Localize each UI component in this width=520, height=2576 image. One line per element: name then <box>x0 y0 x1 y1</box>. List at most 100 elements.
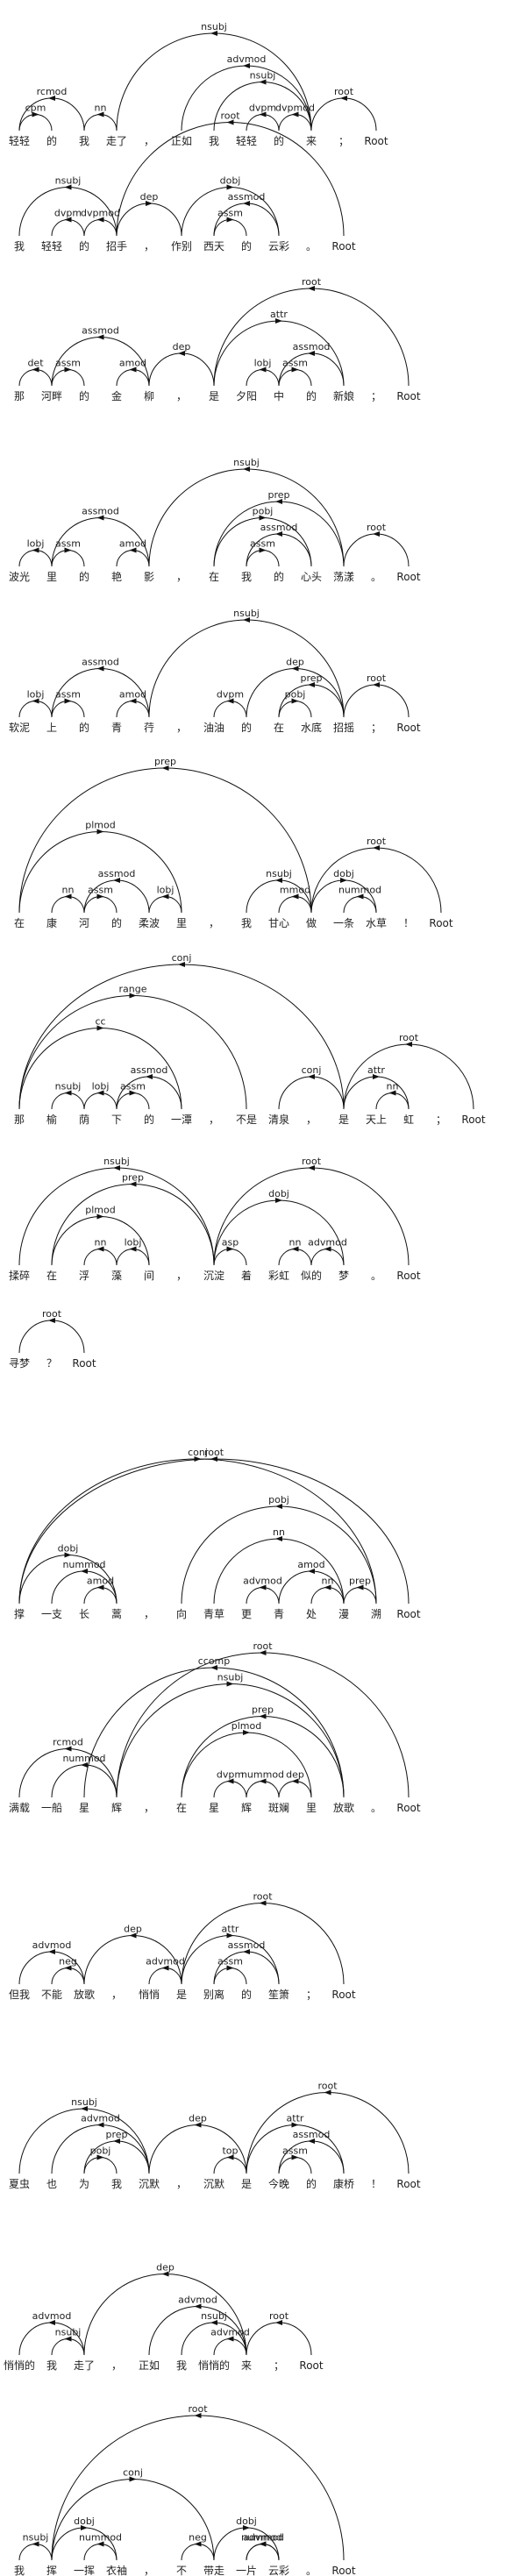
arc-arrowhead <box>64 698 72 704</box>
token: 一片 <box>236 2565 257 2576</box>
token: 笙箫 <box>268 1988 289 2001</box>
arc-label: assm <box>217 1956 243 1968</box>
arc-label: assmod <box>82 506 119 517</box>
token: 在 <box>274 722 284 734</box>
arc-label: rcmod <box>53 1737 83 1748</box>
arc-arrowhead <box>32 698 39 704</box>
sentence-13: 夏虫也为我沉默，沉默是今晚的康桥！Rootrootnsubjadvmodprep… <box>9 2081 421 2191</box>
arc-label: lobj <box>27 538 45 550</box>
arc-arrowhead <box>210 31 217 36</box>
token: 也 <box>46 2178 57 2190</box>
arc-label: pobj <box>285 689 306 701</box>
token: 带走 <box>203 2565 224 2576</box>
arc-arrowhead <box>96 217 104 223</box>
dependency-arc <box>18 550 53 567</box>
token: 一潭 <box>171 1114 192 1126</box>
arc-label: neg <box>189 2532 207 2544</box>
dependency-arc <box>310 97 377 132</box>
dependency-arc <box>83 896 118 914</box>
arc-label: prep <box>122 1172 144 1184</box>
dependency-arc <box>343 896 377 914</box>
arc-label: attr <box>367 1064 385 1076</box>
token: 的 <box>274 570 284 583</box>
token: Root <box>72 1357 96 1370</box>
arc-label: nsubj <box>233 608 260 619</box>
token: 别离 <box>203 1988 224 2001</box>
token: 新娘 <box>333 389 354 402</box>
arc-label: root <box>302 1156 322 1167</box>
token: 云彩 <box>268 240 289 253</box>
token: 西天 <box>203 240 224 253</box>
arc-label: advmod <box>243 1576 282 1587</box>
arc-arrowhead <box>64 2336 72 2342</box>
arc-arrowhead <box>64 547 72 553</box>
arc-label: root <box>399 1032 419 1043</box>
arc-label: assmod <box>131 1064 168 1076</box>
token: 长 <box>79 1608 89 1620</box>
dependency-arc <box>343 1587 377 1605</box>
arc-label: amod <box>297 1559 324 1570</box>
dependency-arc <box>213 320 345 387</box>
dependency-arc <box>246 369 280 387</box>
token: 夏虫 <box>9 2178 30 2190</box>
token: 我 <box>79 135 89 147</box>
dependency-arc <box>278 1076 345 1110</box>
token: 蒿 <box>111 1608 122 1620</box>
token: 云彩 <box>268 2565 289 2576</box>
arc-arrowhead <box>226 1246 234 1252</box>
arc-label: advmod <box>146 1956 185 1968</box>
arc-label: advmod <box>178 2295 217 2306</box>
arc-arrowhead <box>356 1584 364 1590</box>
arc-arrowhead <box>32 366 39 373</box>
arc-label: plmod <box>232 1720 261 1732</box>
dependency-arc <box>83 2157 118 2174</box>
arc-label: assm <box>282 358 308 369</box>
token: 那 <box>14 1114 25 1126</box>
arc-arrowhead <box>291 2154 299 2160</box>
token: ， <box>306 1114 317 1126</box>
token: 的 <box>144 1113 154 1126</box>
dependency-arc <box>213 288 410 387</box>
dependency-arc <box>343 533 410 567</box>
token: 那 <box>14 390 25 402</box>
arc-label: assm <box>55 689 81 701</box>
dependency-arc <box>51 1092 85 1110</box>
token: ！ <box>371 2178 381 2190</box>
arc-label: dvpm <box>54 208 82 219</box>
arc-arrowhead <box>275 1198 282 1203</box>
arc-arrowhead <box>275 531 282 537</box>
token: Root <box>299 2359 323 2372</box>
arc-arrowhead <box>243 63 250 68</box>
dependency-arc <box>246 2322 312 2356</box>
arc-arrowhead <box>178 351 185 356</box>
arc-arrowhead <box>161 765 169 771</box>
arc-label: assm <box>250 538 275 550</box>
arc-label: cc <box>95 1016 105 1028</box>
dependency-arc <box>278 114 312 132</box>
arc-arrowhead <box>96 1584 104 1590</box>
token: ， <box>144 1802 154 1814</box>
arc-arrowhead <box>388 1090 396 1096</box>
arc-label: lobj <box>92 1081 110 1092</box>
sentence-11: 满载一船星辉，在星辉斑斓里放歌。Rootrootnsubjrcmodnummod… <box>9 1640 421 1814</box>
arc-arrowhead <box>340 96 347 101</box>
token: 辉 <box>241 1802 252 1814</box>
arc-arrowhead <box>259 111 267 117</box>
token: 辉 <box>111 1802 122 1814</box>
arc-arrowhead <box>243 1949 250 1954</box>
arc-label: assmod <box>228 1939 266 1951</box>
token: 柔波 <box>139 917 160 929</box>
dependency-arc <box>116 1092 150 1110</box>
arc-label: dvpmod <box>275 103 315 114</box>
token: 在 <box>176 1802 187 1814</box>
token: ， <box>111 2359 122 2372</box>
arc-label: dep <box>173 341 191 352</box>
token: 浮 <box>79 1270 89 1282</box>
arc-label: cpm <box>25 103 46 114</box>
token: 荇 <box>144 722 154 734</box>
dependency-arc <box>116 369 150 387</box>
token: 我 <box>111 2178 122 2190</box>
arc-label: lobj <box>157 885 175 896</box>
arc-arrowhead <box>226 1965 234 1971</box>
arc-arrowhead <box>210 1456 217 1462</box>
